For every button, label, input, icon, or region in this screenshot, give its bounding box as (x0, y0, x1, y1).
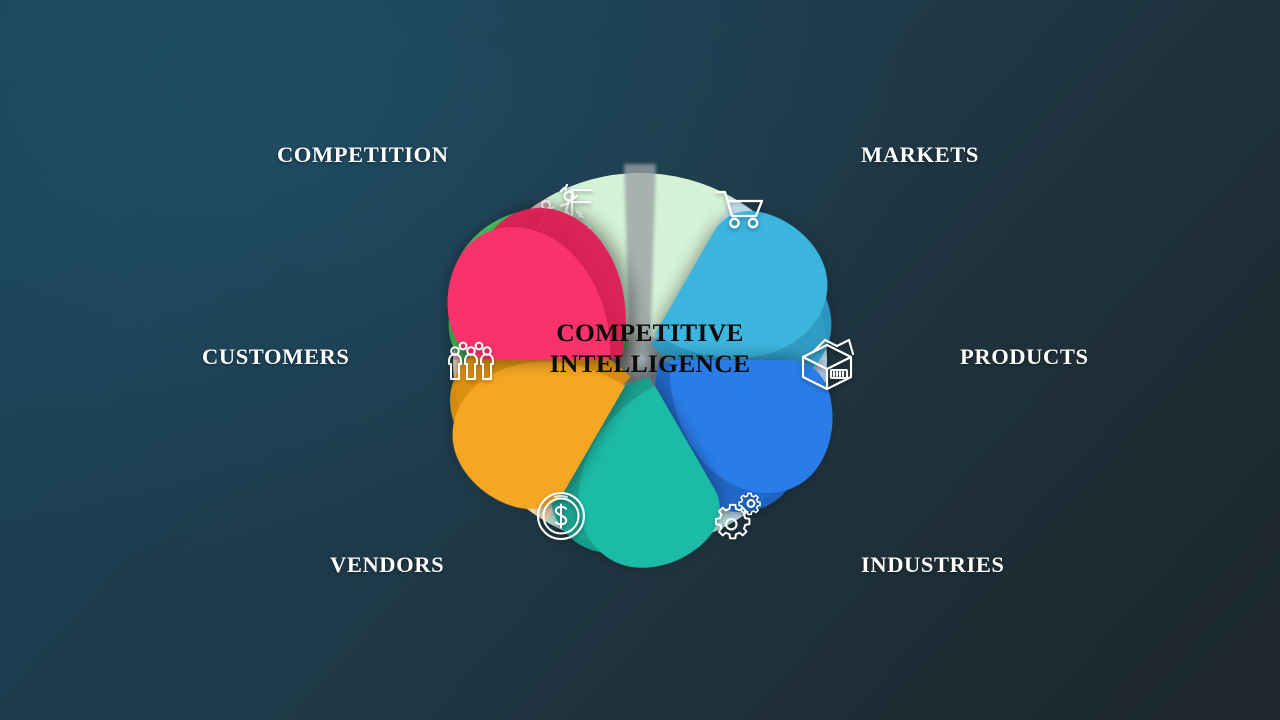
petal-vendors[interactable] (402, 271, 645, 540)
petal-customers[interactable] (447, 195, 649, 380)
dollar-coin-icon (537, 492, 585, 540)
center-title-line1: COMPETITIVE (556, 318, 744, 347)
shopping-cart-icon (715, 190, 764, 229)
people-group-icon (448, 341, 494, 380)
center-title: COMPETITIVE INTELLIGENCE (500, 317, 800, 379)
petals-layer (402, 183, 883, 609)
label-competition: COMPETITION (277, 142, 449, 167)
petal-products[interactable] (631, 338, 855, 525)
label-markets: MARKETS (861, 142, 979, 167)
label-customers: CUSTOMERS (202, 344, 350, 369)
label-industries: INDUSTRIES (861, 552, 1005, 577)
package-box-icon (801, 338, 855, 391)
label-products: PRODUCTS (960, 344, 1089, 369)
label-vendors: VENDORS (330, 552, 445, 577)
gears-icon (714, 492, 761, 540)
petal-markets[interactable] (633, 190, 883, 456)
center-title-line2: INTELLIGENCE (549, 349, 751, 378)
petal-industries[interactable] (494, 353, 761, 609)
